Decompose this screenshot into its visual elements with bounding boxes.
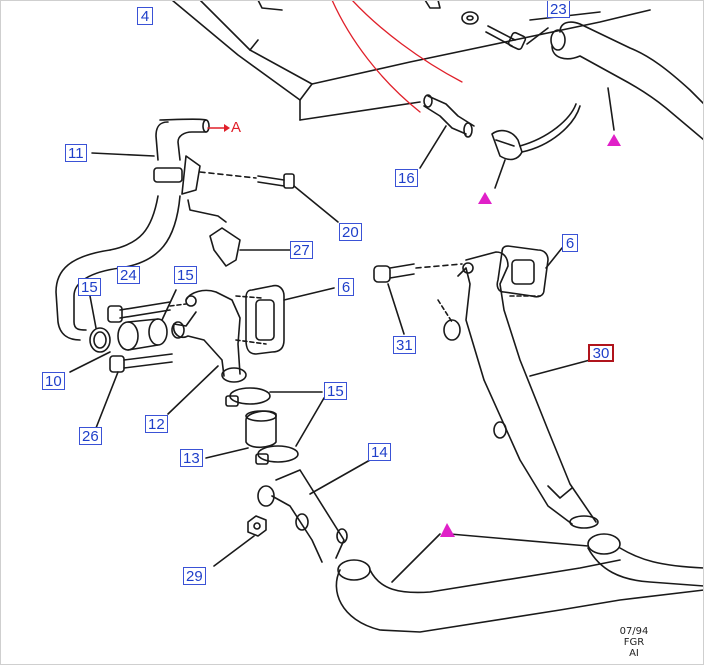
bolt-26 [95,353,173,429]
clip-27 [209,227,291,267]
temperature-sensor [419,94,475,169]
marker-triangle-icon [440,523,455,537]
callout-15-clamps[interactable]: 15 [324,382,347,400]
callout-13[interactable]: 13 [180,449,203,467]
callout-30[interactable]: 30 [588,344,614,362]
wire-red-2 [351,0,463,83]
hose-clamp-upper [225,387,323,407]
gasket-left [245,284,335,355]
nut-29 [213,515,267,567]
bolt-20 [199,171,339,223]
callout-12[interactable]: 12 [145,415,168,433]
gasket-right [496,245,563,298]
bolt-23 [485,25,549,51]
bolt-24 [107,301,187,323]
callout-10[interactable]: 10 [42,372,65,390]
callout-24[interactable]: 24 [117,266,140,284]
water-outlet-housing [167,289,267,415]
hose-upper-right [550,21,704,141]
stamp-code: FGR [623,637,645,648]
callout-14[interactable]: 14 [368,443,391,461]
marker-triangle-icon [478,192,492,204]
callout-15-sleeve[interactable]: 15 [174,266,197,284]
bolt-31 [373,263,463,335]
hose-clamp-lower [255,397,325,465]
coolant-pipe-30 [437,251,599,529]
callout-31[interactable]: 31 [393,336,416,354]
callout-29[interactable]: 29 [183,567,206,585]
callout-15-left[interactable]: 15 [78,278,101,296]
marker-leader-lower [449,533,589,547]
coolant-pipe-14 [257,459,371,563]
stamp-date: 07/94 [619,626,649,637]
callout-4[interactable]: 4 [137,7,153,25]
hose-bracket [181,155,227,223]
stamp-suffix: AI [629,648,639,659]
callout-6-right[interactable]: 6 [562,234,578,252]
coolant-hose-upper [55,118,225,341]
callout-26[interactable]: 26 [79,427,102,445]
drawing-stamp: 07/94 FGR AI [607,626,661,659]
callout-6-left[interactable]: 6 [338,278,354,296]
callout-16[interactable]: 16 [395,169,418,187]
sensor-connector [491,103,581,189]
clamp-left [69,295,111,373]
callout-20[interactable]: 20 [339,223,362,241]
coolant-hose-lower [335,533,704,633]
rubber-coupling [205,410,277,459]
wire-red [331,0,421,113]
callout-11[interactable]: 11 [65,144,87,162]
callout-27[interactable]: 27 [290,241,313,259]
top-nut-and-washer [424,0,479,25]
pipe-sleeve [117,289,177,351]
marker-triangle-icon [607,134,621,146]
callout-23[interactable]: 23 [547,0,570,18]
reference-letter: A [231,119,242,136]
